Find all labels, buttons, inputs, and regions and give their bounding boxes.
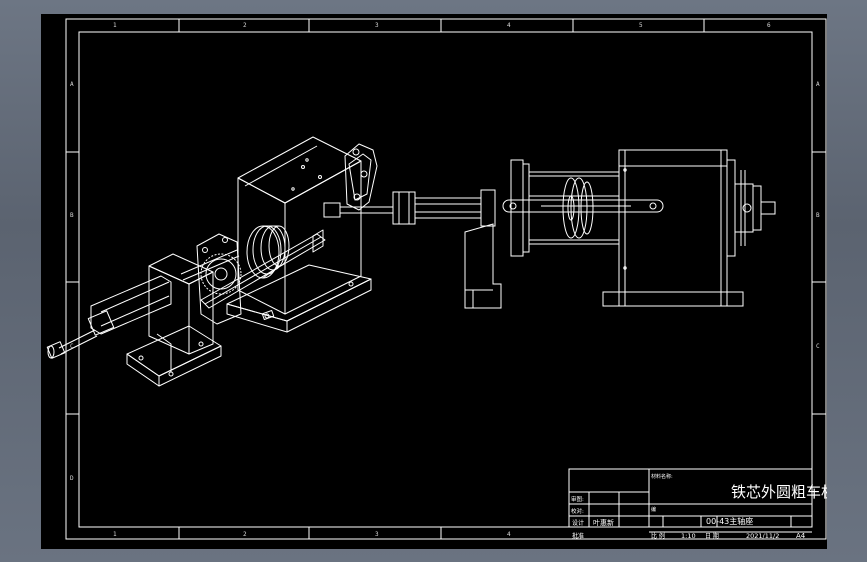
connecting-shaft xyxy=(323,189,496,227)
col-mark-top: 2 xyxy=(243,22,247,29)
title-block xyxy=(568,468,813,533)
col-mark-top: 1 xyxy=(113,22,117,29)
col-mark-bottom: 2 xyxy=(243,531,247,538)
row-mark-right: B xyxy=(816,212,820,219)
date-value: 2021/11/2 xyxy=(746,532,779,540)
row-mark-left: A xyxy=(70,81,74,88)
scale-value: 1:10 xyxy=(681,532,696,540)
cad-drawing-canvas[interactable]: 1 2 3 4 5 6 1 2 3 4 A B C D A B C xyxy=(41,14,827,549)
drawing-title: 铁芯外圆粗车机 xyxy=(731,483,827,501)
proofread-label: 校对: xyxy=(571,507,584,515)
row-mark-left: B xyxy=(70,212,74,219)
col-mark-top: 4 xyxy=(507,22,511,29)
right-drive-assembly xyxy=(464,149,776,309)
sheet-size: A4 xyxy=(796,532,806,540)
col-mark-top: 5 xyxy=(639,22,643,29)
row-mark-right: C xyxy=(816,343,820,350)
col-mark-top: 3 xyxy=(375,22,379,29)
left-spindle-assembly xyxy=(46,136,378,387)
approve-label: 批准 xyxy=(572,532,584,540)
part-name: 00-43主轴座 xyxy=(706,516,753,526)
row-mark-right: A xyxy=(816,81,820,88)
col-mark-bottom: 1 xyxy=(113,531,117,538)
col-mark-top: 6 xyxy=(767,22,771,29)
material-label: 材料名称: xyxy=(651,473,673,480)
review-label: 审图: xyxy=(571,495,584,503)
code-label: 编 xyxy=(651,506,656,513)
inner-frame-border xyxy=(78,31,813,528)
row-mark-left: D xyxy=(70,475,74,482)
row-mark-left: C xyxy=(70,343,74,350)
scale-label: 比 例 xyxy=(651,532,665,540)
outer-frame-border xyxy=(65,18,827,540)
designer-name: 叶惠新 xyxy=(593,518,614,527)
col-mark-bottom: 4 xyxy=(507,531,511,538)
col-mark-bottom: 3 xyxy=(375,531,379,538)
gearbox-top-face xyxy=(237,136,362,204)
design-label: 设计 xyxy=(572,519,584,527)
drawing-sheet: 1 2 3 4 5 6 1 2 3 4 A B C D A B C xyxy=(46,18,827,540)
date-label: 日 期 xyxy=(705,532,719,540)
